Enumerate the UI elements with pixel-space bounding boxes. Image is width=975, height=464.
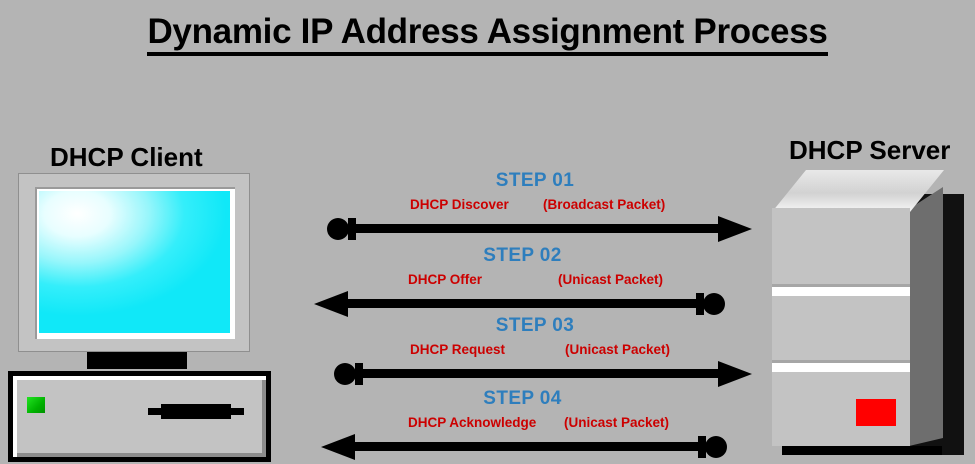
arrow-client-to-server (334, 361, 752, 387)
arrow-client-to-server (327, 216, 752, 242)
step-title: STEP 01 (495, 170, 575, 191)
step-row-2: STEP 02 DHCP Offer (Unicast Packet) (300, 245, 745, 321)
page-title: Dynamic IP Address Assignment Process (0, 12, 975, 56)
step-packet-type: (Unicast Packet) (565, 342, 671, 357)
server-top-face (772, 170, 944, 212)
client-monitor (18, 173, 250, 352)
step-message: DHCP Discover (410, 197, 509, 212)
step-packet-type: (Unicast Packet) (564, 415, 670, 430)
client-tower (8, 371, 271, 462)
step-row-3: STEP 03 DHCP Request (Unicast Packet) (300, 315, 770, 391)
page-title-text: Dynamic IP Address Assignment Process (147, 12, 828, 56)
server-side-face (909, 187, 943, 446)
server-status-led-icon (856, 399, 896, 426)
step-row-4: STEP 04 DHCP Acknowledge (Unicast Packet… (300, 388, 745, 464)
server-divider-band (772, 284, 910, 296)
step-message: DHCP Request (410, 342, 506, 357)
server-divider-band (772, 360, 910, 372)
arrow-server-to-client (321, 434, 727, 460)
server-tower (772, 170, 964, 455)
server-base-shadow (782, 446, 942, 455)
tower-front-panel (13, 376, 266, 457)
step-row-1: STEP 01 DHCP Discover (Broadcast Packet) (300, 170, 770, 246)
step-title: STEP 02 (483, 245, 562, 266)
step-packet-type: (Unicast Packet) (558, 272, 664, 287)
step-title: STEP 04 (483, 388, 562, 409)
power-led-icon (27, 397, 45, 413)
step-packet-type: (Broadcast Packet) (543, 197, 666, 212)
monitor-stand (87, 352, 187, 369)
step-message: DHCP Offer (408, 272, 483, 287)
monitor-screen (39, 191, 230, 333)
drive-slot-icon (148, 404, 244, 419)
server-label: DHCP Server (789, 135, 951, 165)
monitor-bezel-inner (35, 187, 235, 339)
server-front-face (772, 208, 910, 446)
client-label: DHCP Client (50, 142, 203, 172)
arrow-server-to-client (314, 291, 725, 317)
step-title: STEP 03 (495, 315, 575, 336)
step-message: DHCP Acknowledge (408, 415, 537, 430)
